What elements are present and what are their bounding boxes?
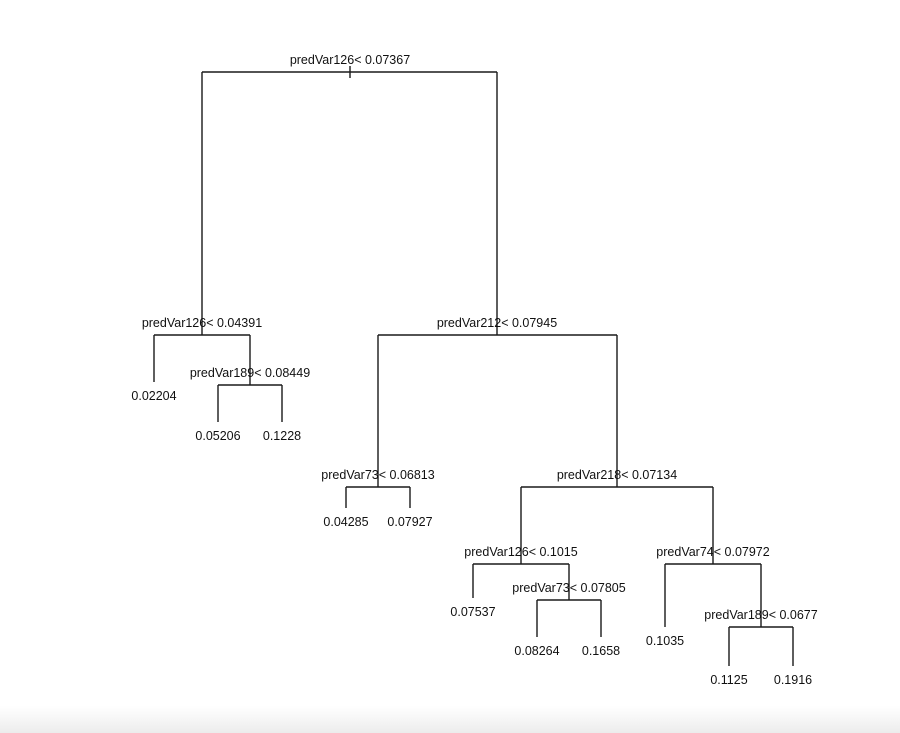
leaf-value: 0.02204 (131, 389, 176, 403)
leaf-value: 0.1916 (774, 673, 812, 687)
leaf-value: 0.05206 (195, 429, 240, 443)
split-label: predVar126< 0.07367 (290, 53, 410, 67)
leaf-value: 0.1658 (582, 644, 620, 658)
split-label: predVar74< 0.07972 (656, 545, 769, 559)
leaf-value: 0.07537 (450, 605, 495, 619)
split-label: predVar126< 0.1015 (464, 545, 577, 559)
leaf-value: 0.1125 (710, 673, 747, 687)
leaf-value: 0.07927 (387, 515, 432, 529)
bottom-shadow (0, 706, 900, 733)
leaf-value: 0.08264 (514, 644, 559, 658)
split-label: predVar218< 0.07134 (557, 468, 677, 482)
leaf-value: 0.04285 (323, 515, 368, 529)
leaf-value: 0.1035 (646, 634, 684, 648)
split-label: predVar189< 0.08449 (190, 366, 310, 380)
split-label: predVar73< 0.07805 (512, 581, 625, 595)
split-label: predVar126< 0.04391 (142, 316, 262, 330)
split-label: predVar189< 0.0677 (704, 608, 817, 622)
leaf-value: 0.1228 (263, 429, 301, 443)
split-label: predVar73< 0.06813 (321, 468, 434, 482)
split-label: predVar212< 0.07945 (437, 316, 557, 330)
